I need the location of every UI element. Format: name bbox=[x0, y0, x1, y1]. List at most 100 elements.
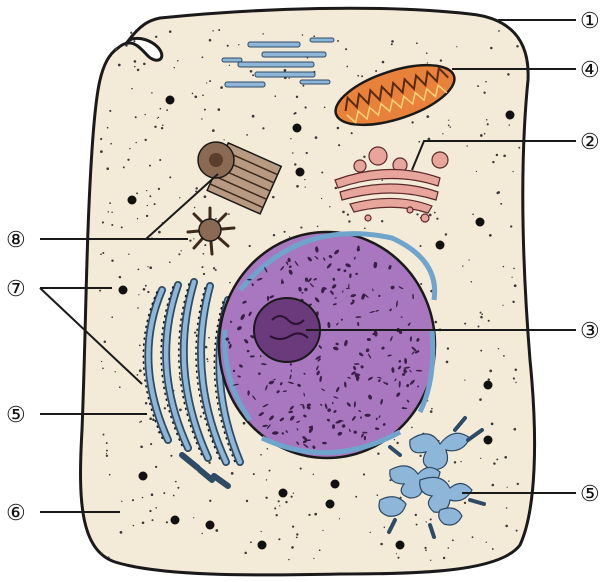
granule-dot bbox=[145, 114, 146, 115]
granule-dot bbox=[471, 281, 473, 283]
granule-dot bbox=[201, 533, 202, 534]
granule-dot bbox=[152, 418, 155, 421]
granule-dot bbox=[274, 95, 276, 97]
granule-dot bbox=[518, 147, 520, 149]
granule-dot bbox=[206, 82, 207, 83]
granule-dot bbox=[133, 40, 135, 42]
granule-dot bbox=[337, 127, 340, 130]
granule-dot bbox=[397, 557, 399, 559]
granule-dot bbox=[110, 143, 112, 145]
granule-dot bbox=[427, 62, 428, 63]
granule-dot bbox=[507, 73, 510, 76]
granule-dot bbox=[480, 316, 483, 319]
granule-dot bbox=[108, 556, 110, 558]
granule-dot bbox=[472, 214, 474, 216]
granule-dot bbox=[252, 115, 255, 118]
granule-dot bbox=[278, 538, 280, 540]
granule-dot bbox=[313, 558, 314, 559]
granule-dot bbox=[102, 221, 104, 223]
granule-dot bbox=[429, 214, 432, 217]
granule-dot bbox=[223, 139, 224, 140]
granule-dot bbox=[145, 285, 147, 287]
label-5-bottom: ⑤ bbox=[580, 482, 600, 507]
ribosome-dot bbox=[171, 516, 180, 525]
granule-dot bbox=[506, 507, 508, 509]
granule-dot bbox=[363, 473, 365, 475]
granule-dot bbox=[208, 462, 210, 464]
granule-dot bbox=[515, 369, 518, 372]
granule-dot bbox=[129, 148, 130, 149]
granule-dot bbox=[238, 44, 239, 45]
granule-dot bbox=[131, 88, 133, 90]
granule-dot bbox=[229, 282, 231, 284]
granule-dot bbox=[419, 245, 421, 247]
label-2: ② bbox=[580, 130, 600, 155]
granule-dot bbox=[140, 445, 143, 448]
granule-dot bbox=[396, 442, 398, 444]
granule-dot bbox=[179, 376, 181, 378]
granule-dot bbox=[479, 398, 482, 401]
granule-dot bbox=[285, 501, 287, 503]
granule-dot bbox=[500, 203, 502, 205]
granule-dot bbox=[260, 454, 262, 456]
label-7: ⑦ bbox=[6, 277, 26, 302]
granule-dot bbox=[119, 386, 121, 388]
granule-dot bbox=[284, 231, 286, 233]
granule-dot bbox=[492, 161, 494, 163]
granule-dot bbox=[304, 179, 305, 180]
granule-dot bbox=[329, 206, 330, 207]
granule-dot bbox=[146, 215, 148, 217]
granule-dot bbox=[100, 253, 102, 255]
granule-dot bbox=[339, 518, 340, 519]
granule-dot bbox=[296, 185, 299, 188]
granule-dot bbox=[382, 61, 385, 64]
ribosome-dot bbox=[128, 196, 137, 205]
granule-dot bbox=[99, 290, 101, 292]
granule-dot bbox=[194, 332, 196, 334]
granule-dot bbox=[426, 521, 427, 522]
granule-dot bbox=[485, 81, 487, 83]
granule-dot bbox=[179, 197, 180, 198]
granule-dot bbox=[375, 70, 377, 72]
granule-dot bbox=[150, 443, 152, 445]
granule-dot bbox=[513, 377, 515, 379]
granule-dot bbox=[209, 500, 211, 502]
ribosome-dot bbox=[396, 541, 405, 550]
label-6: ⑥ bbox=[6, 501, 26, 526]
granule-dot bbox=[228, 213, 230, 215]
granule-dot bbox=[125, 44, 127, 46]
granule-dot bbox=[175, 481, 177, 483]
granule-dot bbox=[135, 142, 136, 143]
ribosome-dot bbox=[166, 96, 175, 105]
granule-dot bbox=[266, 479, 267, 480]
ribosome-dot bbox=[436, 241, 445, 250]
granule-dot bbox=[384, 526, 386, 528]
granule-dot bbox=[149, 510, 151, 512]
granule-dot bbox=[394, 439, 395, 440]
granule-dot bbox=[480, 134, 483, 137]
granule-dot bbox=[149, 195, 151, 197]
granule-dot bbox=[370, 532, 371, 533]
granule-dot bbox=[142, 497, 144, 499]
granule-dot bbox=[377, 494, 379, 496]
granule-dot bbox=[246, 500, 248, 502]
ribosome-dot bbox=[326, 500, 335, 509]
granule-dot bbox=[380, 543, 383, 546]
ribosome-dot bbox=[506, 111, 515, 120]
granule-dot bbox=[181, 250, 182, 251]
granule-dot bbox=[279, 505, 280, 506]
label-5-left: ⑤ bbox=[6, 403, 26, 428]
granule-dot bbox=[143, 63, 146, 66]
ribosome-dot bbox=[139, 472, 148, 481]
granule-dot bbox=[428, 138, 431, 141]
granule-dot bbox=[177, 487, 179, 489]
granule-dot bbox=[454, 461, 456, 463]
ribosome-dot bbox=[279, 489, 288, 498]
granule-dot bbox=[152, 519, 154, 521]
granule-dot bbox=[364, 227, 366, 229]
granule-dot bbox=[231, 472, 234, 475]
granule-dot bbox=[443, 557, 445, 559]
granule-dot bbox=[484, 133, 486, 135]
granule-dot bbox=[442, 133, 443, 134]
granule-dot bbox=[162, 125, 164, 127]
